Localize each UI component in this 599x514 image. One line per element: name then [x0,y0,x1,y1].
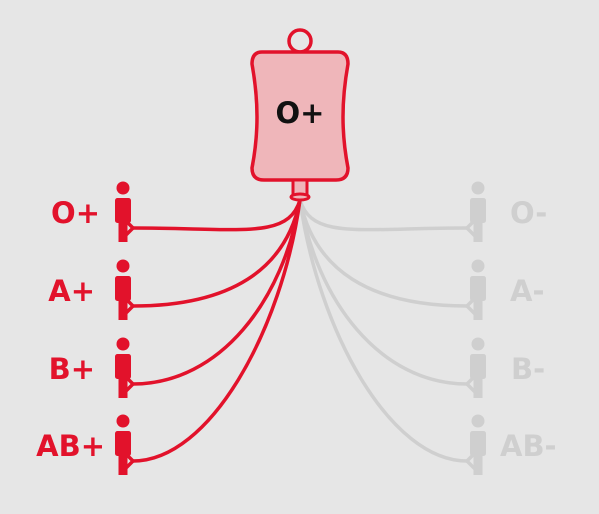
person-icon-o-compatible [115,181,131,242]
blood-bag [250,28,350,202]
person-icon-o-incompatible [470,181,486,242]
recipient-label-b-pos: B+ [48,352,95,386]
transfusion-arrow-a-incompatible [298,198,477,316]
blood-bag-hanger [287,28,313,54]
recipient-label-o-neg: O- [510,196,548,230]
person-icon-b-compatible [115,337,131,398]
recipient-label-ab-neg: AB- [500,429,557,463]
person-icon-ab-incompatible [470,414,486,475]
incompatible-arrows [298,198,477,471]
person-icon-a-compatible [115,259,131,320]
compatible-arrows [123,198,302,471]
recipient-label-a-pos: A+ [48,274,95,308]
person-icon-a-incompatible [470,259,486,320]
recipient-label-ab-pos: AB+ [36,429,105,463]
incompatible-recipients [470,181,486,475]
blood-bag-label: O+ [275,96,325,130]
person-icon-ab-compatible [115,414,131,475]
recipient-label-b-neg: B- [511,352,546,386]
recipient-label-a-neg: A- [510,274,545,308]
blood-bag-outlet [289,192,311,202]
compatible-recipients [115,181,131,475]
transfusion-arrow-o-incompatible [298,198,477,238]
transfusion-arrow-ab-compatible [123,198,302,471]
blood-bag-body [250,50,350,182]
transfusion-arrow-o-compatible [123,198,302,238]
transfusion-arrow-ab-incompatible [298,198,477,471]
transfusion-arrow-a-compatible [123,198,302,316]
person-icon-b-incompatible [470,337,486,398]
recipient-label-o-pos: O+ [51,196,100,230]
